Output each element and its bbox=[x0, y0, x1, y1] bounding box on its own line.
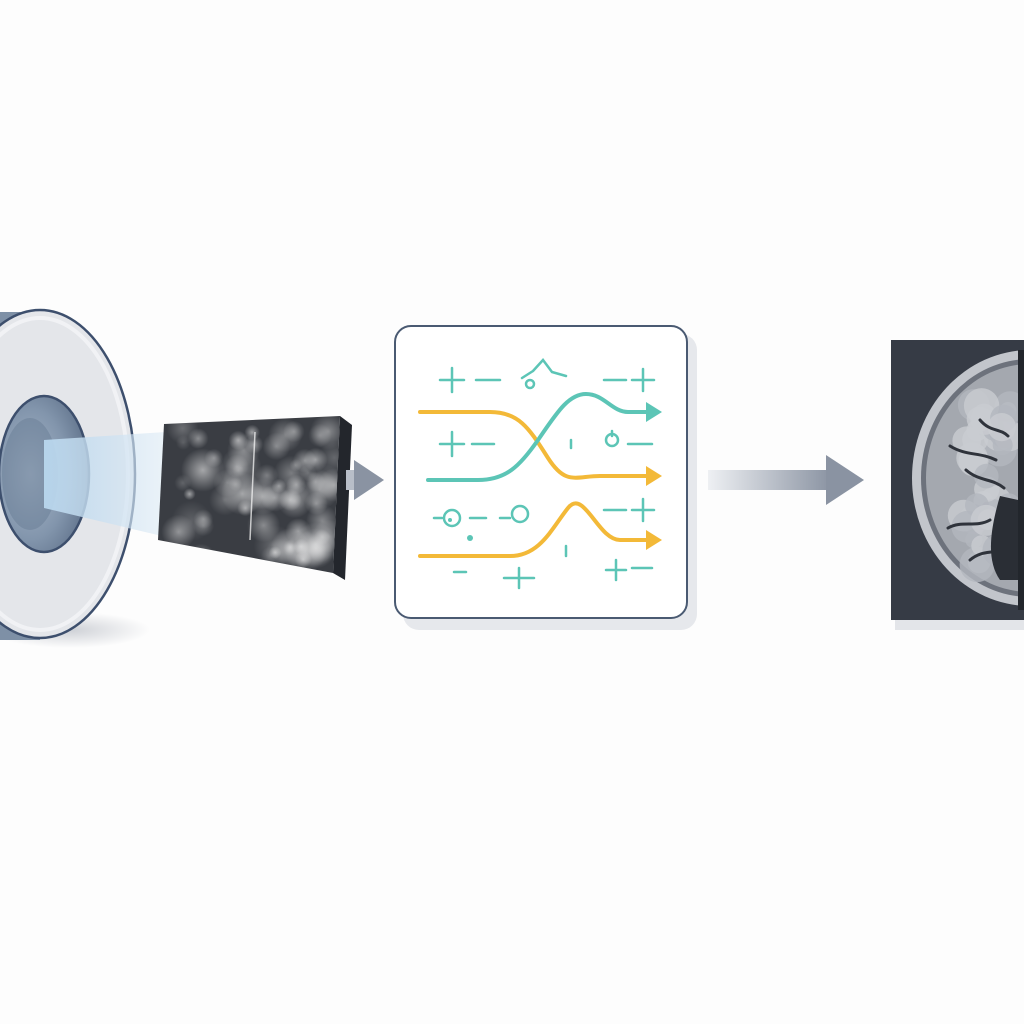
noise-speck bbox=[187, 428, 209, 449]
panel-frame bbox=[394, 325, 688, 619]
noise-speck bbox=[246, 508, 281, 543]
signal-processing-icon bbox=[394, 325, 697, 630]
noise-speck bbox=[304, 491, 328, 516]
noise-speck bbox=[310, 416, 340, 450]
brain-scan-icon bbox=[891, 340, 1024, 630]
noise-speck bbox=[220, 472, 264, 516]
cube-side bbox=[333, 416, 352, 580]
noise-speck bbox=[262, 432, 291, 461]
operator-symbols bbox=[432, 358, 656, 590]
noise-speck bbox=[175, 435, 191, 450]
noise-speck bbox=[317, 468, 340, 502]
noise-speck bbox=[159, 541, 181, 563]
scanner-beam bbox=[44, 432, 166, 536]
noise-speck bbox=[318, 441, 340, 474]
arrow-right-icon bbox=[346, 460, 384, 500]
noise-speck bbox=[303, 447, 328, 472]
noise-speck bbox=[183, 488, 196, 501]
noise-speck bbox=[185, 543, 217, 573]
teal-signal-curve bbox=[426, 391, 650, 482]
amber-signal-curves bbox=[418, 410, 650, 558]
ventricle bbox=[990, 496, 1018, 580]
raw-kspace-data-icon bbox=[158, 416, 352, 580]
arrow-right-icon bbox=[708, 455, 864, 505]
mri-scanner-icon bbox=[0, 308, 166, 648]
noise-speck bbox=[283, 420, 305, 443]
noise-speck bbox=[228, 430, 248, 451]
noise-speck bbox=[270, 527, 310, 567]
gyrus bbox=[987, 413, 1016, 442]
noise-texture bbox=[159, 416, 340, 573]
noise-speck bbox=[193, 509, 214, 530]
midline bbox=[1018, 350, 1024, 610]
gyrus bbox=[952, 426, 981, 456]
